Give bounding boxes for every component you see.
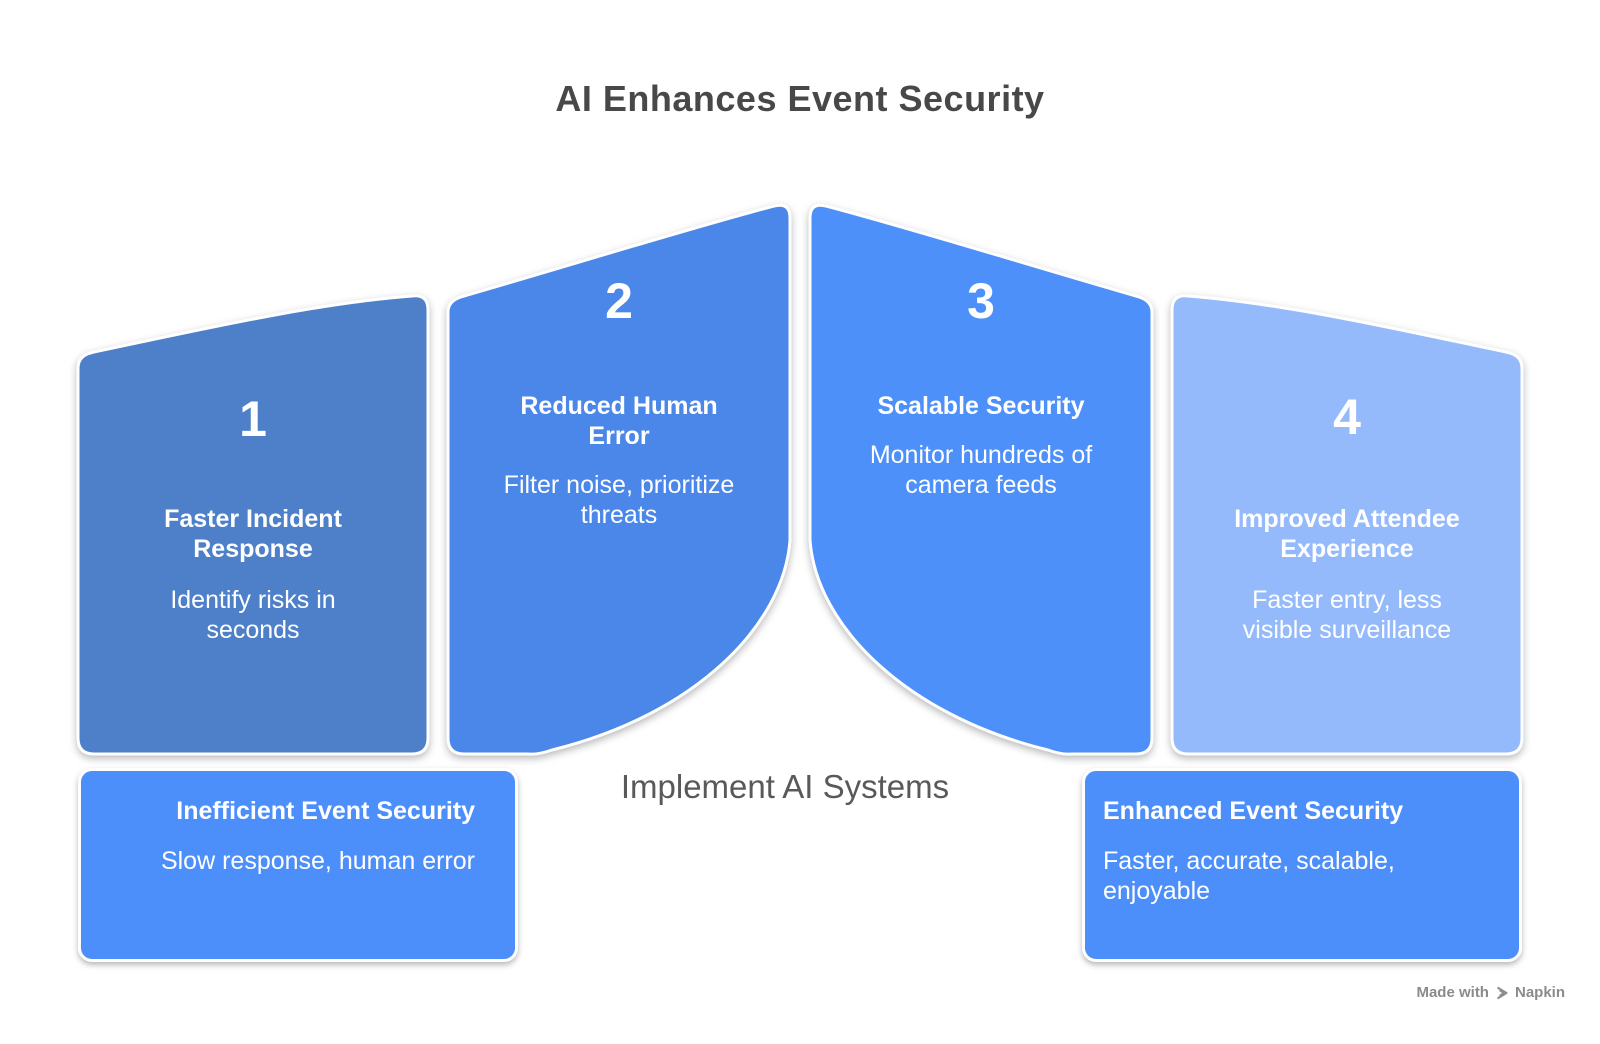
end-state-box: Enhanced Event Security Faster, accurate… [1082,768,1522,962]
start-state-description: Slow response, human error [160,847,475,875]
segment-4-heading: Improved Attendee Experience [1234,505,1460,563]
page-title: AI Enhances Event Security [555,78,1045,119]
segment-4-number: 4 [1333,389,1361,445]
start-state-title: Inefficient Event Security [176,797,475,825]
segment-3-description: Monitor hundreds of camera feeds [869,441,1093,499]
watermark: Made with Napkin [1416,984,1565,1001]
end-state-title: Enhanced Event Security [1103,797,1404,825]
segment-3-heading: Scalable Security [877,392,1085,420]
segment-1-number: 1 [239,391,267,447]
segment-4-shape [1170,294,1524,756]
segment-3-shape [808,203,1154,756]
napkin-logo-icon [1495,986,1509,1000]
segment-2-description: Filter noise, prioritize threats [503,471,735,529]
segment-2-heading: Reduced Human Error [520,392,718,450]
segment-1-shape [76,294,430,756]
segment-1-description: Identify risks in seconds [170,586,336,644]
center-label: Implement AI Systems [620,768,950,805]
watermark-brand: Napkin [1514,984,1565,1001]
watermark-prefix: Made with [1416,984,1489,1001]
segment-2-number: 2 [605,273,633,329]
segment-2-shape [446,203,792,756]
segment-1-heading: Faster Incident Response [164,505,342,563]
end-state-description: Faster, accurate, scalable, enjoyable [1103,847,1395,905]
start-state-box: Inefficient Event Security Slow response… [78,768,518,962]
segment-4-description: Faster entry, less visible surveillance [1242,586,1452,644]
segment-3-number: 3 [967,273,995,329]
